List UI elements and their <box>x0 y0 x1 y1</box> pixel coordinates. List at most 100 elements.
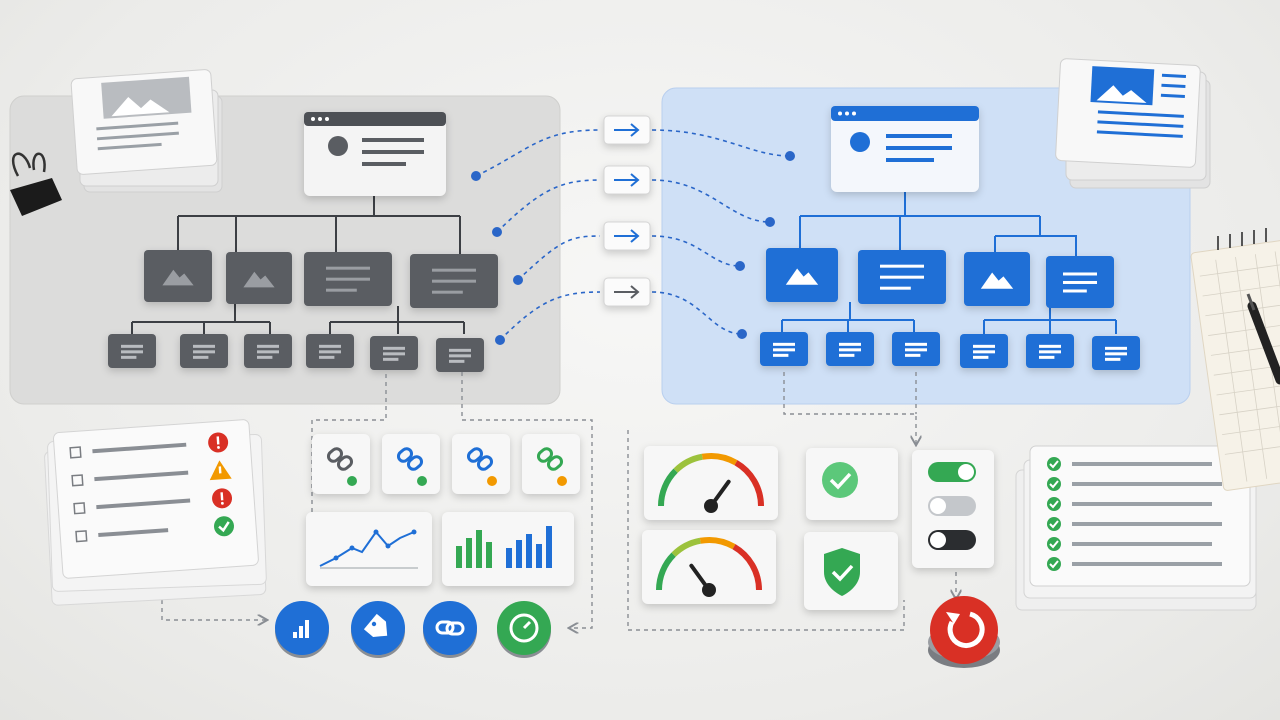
checklist-row <box>73 488 233 515</box>
checklist-row <box>75 516 234 543</box>
text-lines-icon <box>1063 272 1097 293</box>
toggle-switch[interactable] <box>928 496 976 516</box>
text-lines-icon <box>880 264 924 290</box>
check-icon <box>1047 537 1061 551</box>
status-dot <box>557 476 567 486</box>
redirect-card[interactable] <box>603 277 651 307</box>
performance-gauge-card[interactable] <box>642 530 776 604</box>
new-page-4[interactable] <box>1046 256 1114 308</box>
text-lines-icon <box>839 342 861 357</box>
text-lines-icon <box>905 342 927 357</box>
image-icon <box>980 272 1014 289</box>
completed-item <box>1047 517 1222 531</box>
text-lines-icon <box>973 344 995 359</box>
new-subpage-6[interactable] <box>1092 336 1140 370</box>
redirect-card[interactable] <box>603 115 651 145</box>
link-icon <box>435 620 465 636</box>
legacy-tree-lines <box>131 196 465 334</box>
legacy-pages-stack <box>70 69 223 193</box>
new-root-page[interactable] <box>831 106 979 192</box>
speed-icon <box>509 613 539 643</box>
performance-gauge-card[interactable] <box>644 446 778 520</box>
link-icon <box>396 447 424 471</box>
link-check-card[interactable] <box>312 434 370 494</box>
check-icon <box>1047 557 1061 571</box>
text-lines-icon <box>773 342 795 357</box>
new-page-1[interactable] <box>766 248 838 302</box>
done-checklist-card[interactable] <box>1015 445 1257 611</box>
new-subpage-1[interactable] <box>760 332 808 366</box>
new-page-2[interactable] <box>858 250 946 304</box>
check-circle-icon <box>822 462 858 498</box>
toggle-switch[interactable] <box>928 462 976 482</box>
legacy-page-1[interactable] <box>144 250 212 302</box>
toggle-switch[interactable] <box>928 530 976 550</box>
image-icon <box>162 269 194 286</box>
toggles-card[interactable] <box>912 450 994 568</box>
legacy-root-page[interactable] <box>304 112 446 196</box>
text-lines-icon <box>257 344 279 359</box>
completed-item <box>1047 557 1222 571</box>
check-icon <box>1047 477 1061 491</box>
bar-chart-button[interactable] <box>275 601 329 658</box>
link-icon <box>536 447 564 471</box>
right-arrow-icon <box>614 173 640 187</box>
analytics-bar-card[interactable] <box>442 512 574 586</box>
legacy-subpage-1[interactable] <box>108 334 156 368</box>
redirect-card[interactable] <box>603 221 651 251</box>
redirect-card[interactable] <box>603 165 651 195</box>
legacy-page-3[interactable] <box>304 252 392 306</box>
text-lines-icon <box>193 344 215 359</box>
new-subpage-4[interactable] <box>960 334 1008 368</box>
redirect-connectors <box>475 129 791 341</box>
audit-checklist-card[interactable] <box>44 419 267 606</box>
text-lines-icon <box>319 344 341 359</box>
legacy-subpage-3[interactable] <box>244 334 292 368</box>
link-check-card[interactable] <box>382 434 440 494</box>
speed-button[interactable] <box>497 601 551 658</box>
tag-button[interactable] <box>351 601 405 658</box>
bar-chart-icon <box>293 620 309 638</box>
status-shield-card[interactable] <box>804 532 898 610</box>
error-icon <box>212 488 233 509</box>
completed-item <box>1047 537 1212 551</box>
text-lines-icon <box>121 344 143 359</box>
text-lines-icon <box>326 266 370 292</box>
check-icon <box>213 516 234 537</box>
rollback-button[interactable] <box>928 596 1000 668</box>
new-subpage-2[interactable] <box>826 332 874 366</box>
legacy-page-4[interactable] <box>410 254 498 308</box>
legacy-subpage-2[interactable] <box>180 334 228 368</box>
link-check-card[interactable] <box>522 434 580 494</box>
legacy-page-2[interactable] <box>226 252 292 304</box>
link-icon <box>326 447 354 471</box>
text-lines-icon <box>383 346 405 361</box>
image-icon <box>243 271 275 288</box>
legacy-subpage-4[interactable] <box>306 334 354 368</box>
legacy-subpage-5[interactable] <box>370 336 418 370</box>
link-button[interactable] <box>423 601 477 658</box>
new-site-panel <box>661 87 1191 405</box>
new-subpage-3[interactable] <box>892 332 940 366</box>
completed-item <box>1047 477 1222 491</box>
checklist-row <box>71 460 232 487</box>
text-lines-icon <box>432 268 476 294</box>
binder-clip-icon <box>10 152 62 216</box>
right-arrow-icon <box>614 285 640 299</box>
status-check-card[interactable] <box>806 448 898 520</box>
new-tree-lines <box>781 192 1117 334</box>
link-check-card[interactable] <box>452 434 510 494</box>
gauge-icon <box>656 537 762 597</box>
legacy-subpage-6[interactable] <box>436 338 484 372</box>
analytics-line-card[interactable] <box>306 512 432 586</box>
new-page-3[interactable] <box>964 252 1030 306</box>
text-lines-icon <box>449 348 471 363</box>
status-dot <box>417 476 427 486</box>
right-arrow-icon <box>614 229 640 243</box>
status-dot <box>487 476 497 486</box>
check-icon <box>1047 517 1061 531</box>
new-subpage-5[interactable] <box>1026 334 1074 368</box>
text-lines-icon <box>1105 346 1127 361</box>
bar-chart-icon <box>456 526 552 568</box>
